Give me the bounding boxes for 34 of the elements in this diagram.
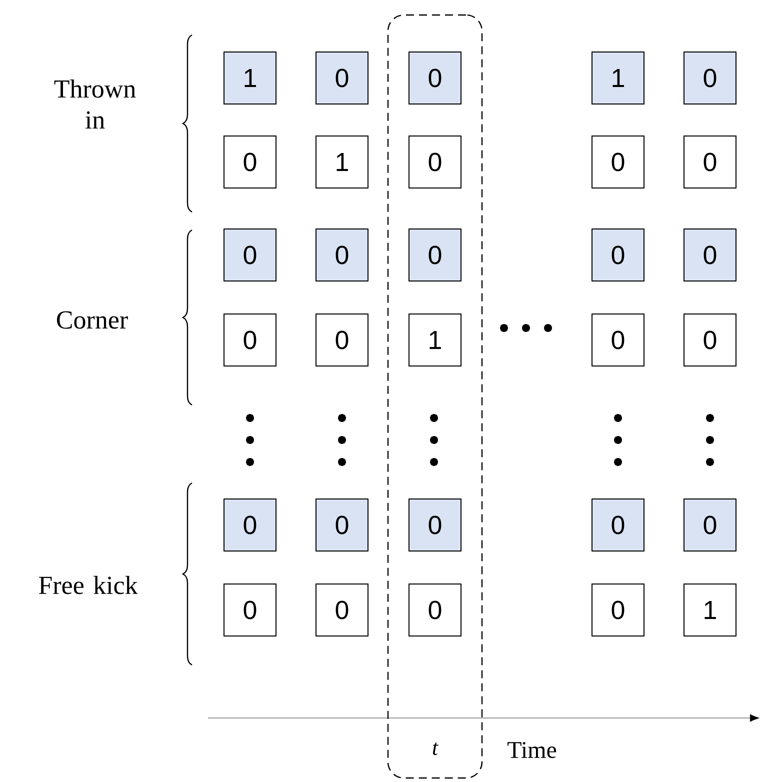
cell: 0: [592, 314, 644, 366]
cell: 0: [684, 52, 736, 104]
cell: 1: [408, 314, 462, 366]
cell: 0: [316, 228, 368, 282]
cell: 0: [684, 228, 736, 282]
cell: 0: [316, 52, 368, 104]
cell: 0: [316, 498, 368, 552]
cell: 0: [224, 136, 276, 188]
cell: 0: [224, 228, 276, 282]
cell: 0: [408, 228, 462, 282]
cell: 0: [684, 136, 736, 188]
row-label: Thrown in: [54, 80, 136, 129]
cell: 0: [684, 314, 736, 366]
cell: 0: [224, 498, 276, 552]
cell: 0: [408, 498, 462, 552]
cell: 1: [224, 52, 276, 104]
cell: 0: [316, 584, 368, 636]
cell: 0: [592, 136, 644, 188]
cell: 0: [316, 314, 368, 366]
cell: 0: [408, 136, 462, 188]
cell: 0: [592, 584, 644, 636]
cell: 0: [408, 584, 462, 636]
cell: 1: [592, 52, 644, 104]
axis-label: Time: [508, 742, 556, 758]
cell: 0: [592, 498, 644, 552]
cell: 0: [224, 314, 276, 366]
cell: 0: [224, 584, 276, 636]
cell: 0: [408, 52, 462, 104]
cell: 0: [592, 228, 644, 282]
row-label: Corner: [56, 311, 128, 329]
row-label: Free kick: [38, 576, 138, 594]
cell: 0: [684, 498, 736, 552]
cell: 1: [684, 584, 736, 636]
cell: 1: [316, 136, 368, 188]
